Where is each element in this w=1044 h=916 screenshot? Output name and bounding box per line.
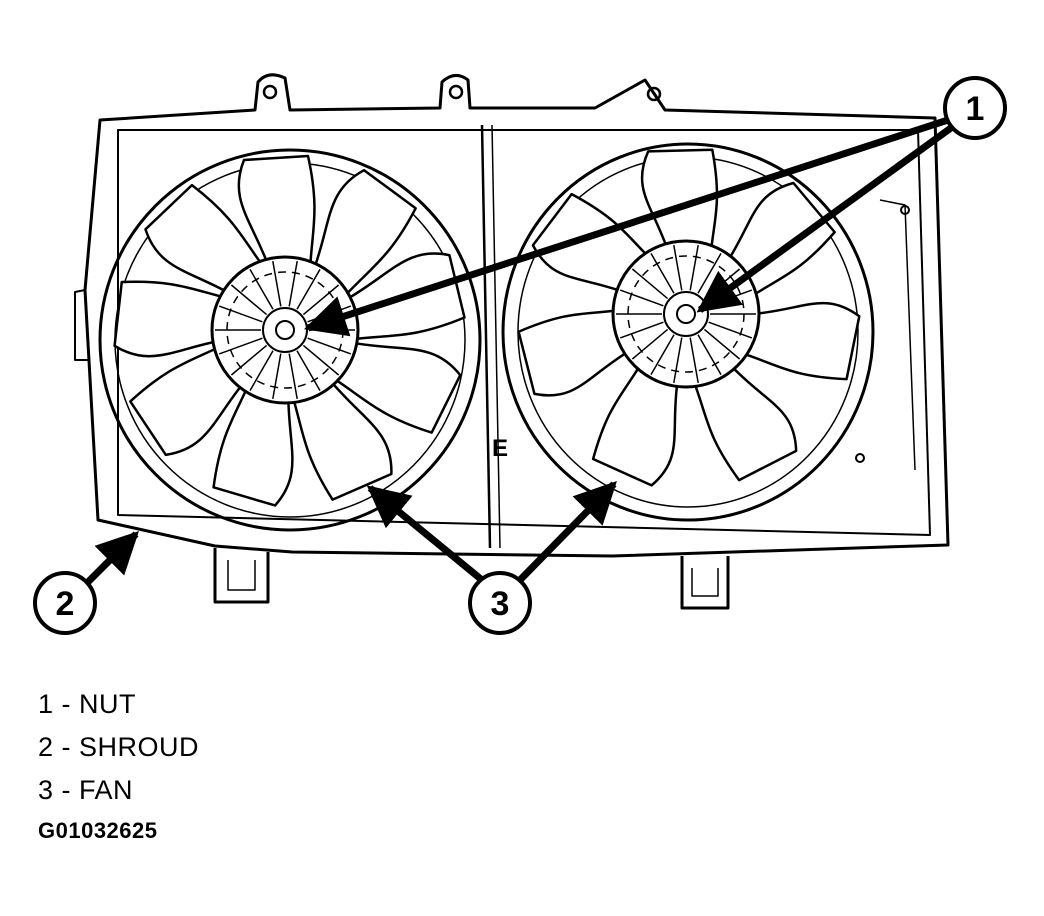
legend: 1 - NUT 2 - SHROUD 3 - FAN xyxy=(38,683,199,812)
fan-blade xyxy=(692,363,798,482)
hub-rib xyxy=(272,260,282,307)
left-fan-hub xyxy=(210,255,360,405)
left-fan-blades xyxy=(113,154,466,507)
callout-1: 1 xyxy=(943,76,1007,140)
fan-blade xyxy=(311,168,417,299)
hub-rib xyxy=(631,328,669,360)
fan-assembly-diagram: E 1 2 3 xyxy=(33,73,1007,635)
legend-number: 3 xyxy=(38,775,54,805)
legend-label: FAN xyxy=(79,775,134,805)
fan-blade xyxy=(237,154,316,272)
fan-blade xyxy=(144,183,269,299)
hub-rib xyxy=(302,344,340,376)
shroud xyxy=(74,73,950,610)
hub-rib xyxy=(708,321,753,339)
hub-rib xyxy=(650,253,675,294)
fan-blade xyxy=(739,301,861,381)
figure-id: G01032625 xyxy=(38,818,158,843)
legend-item-shroud: 2 - SHROUD xyxy=(38,732,200,762)
hub-rib xyxy=(619,289,664,307)
fan-blade xyxy=(113,280,236,358)
arrow-2-shroud xyxy=(85,531,139,585)
fan-blade xyxy=(330,341,462,434)
hub-rib xyxy=(650,334,675,375)
hub-rib xyxy=(689,337,699,384)
hub-rib xyxy=(697,334,722,375)
legend-number: 2 xyxy=(38,732,54,762)
arrow-3-left-fan xyxy=(366,485,485,583)
shroud-marking: E xyxy=(492,435,508,462)
legend-item-nut: 1 - NUT xyxy=(38,689,137,719)
hub-rib xyxy=(689,244,699,291)
arrow-1-right-nut xyxy=(696,122,958,313)
right-fan-blades xyxy=(517,148,861,487)
fan-blade xyxy=(212,378,294,507)
arrow-3-right-fan xyxy=(517,480,617,583)
mounting-holes xyxy=(262,84,910,463)
fan-blade xyxy=(531,192,657,296)
fan-blade xyxy=(591,360,679,487)
hub-rib xyxy=(288,353,298,400)
right-fan-hub xyxy=(611,239,761,389)
hub-rib xyxy=(673,337,683,384)
legend-item-fan: 3 - FAN xyxy=(38,775,134,805)
fan-blade xyxy=(517,308,635,397)
hub-rib xyxy=(272,353,282,400)
callout-3-number: 3 xyxy=(491,585,510,623)
hub-rib xyxy=(307,337,352,355)
hub-rib xyxy=(218,305,263,323)
callout-3: 3 xyxy=(468,571,532,635)
hub-rib xyxy=(673,244,683,291)
hub-rib xyxy=(619,321,664,339)
hub-rib xyxy=(296,269,321,310)
hub-rib xyxy=(230,344,268,376)
fan-blade xyxy=(129,341,250,457)
hub-rib xyxy=(631,268,669,300)
leader-arrows xyxy=(85,116,958,585)
hub-rib xyxy=(230,284,268,316)
legend-label: NUT xyxy=(79,689,137,719)
hub-rib xyxy=(703,328,741,360)
legend-number: 1 xyxy=(38,689,54,719)
hub-rib xyxy=(288,260,298,307)
hub-rib xyxy=(218,337,263,355)
callout-1-number: 1 xyxy=(966,90,985,128)
legend-label: SHROUD xyxy=(79,732,200,762)
hub-rib xyxy=(249,269,274,310)
arrow-1-left-nut xyxy=(304,116,950,337)
fan-blade xyxy=(290,378,393,501)
hub-rib xyxy=(296,350,321,391)
hub-rib xyxy=(249,350,274,391)
callout-2-number: 2 xyxy=(56,585,75,623)
callout-2: 2 xyxy=(33,571,97,635)
